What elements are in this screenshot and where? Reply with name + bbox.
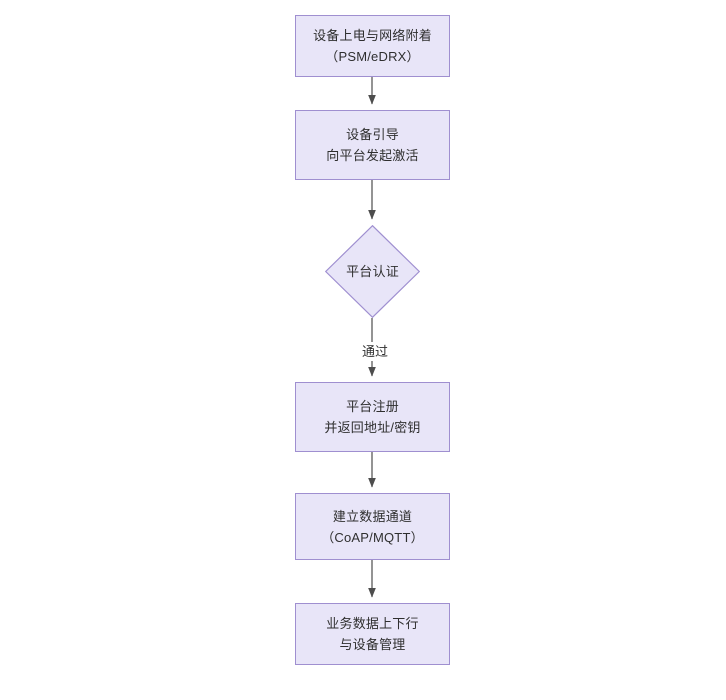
- node-label-platform-authentication: 平台认证: [346, 264, 399, 279]
- node-platform-authentication[interactable]: 平台认证: [325, 225, 420, 318]
- node-label-device-power-on: 设备上电与网络附着 （PSM/eDRX）: [313, 28, 432, 64]
- node-label-platform-registration: 平台注册 并返回地址/密钥: [324, 399, 421, 435]
- node-device-power-on[interactable]: 设备上电与网络附着 （PSM/eDRX）: [295, 15, 450, 77]
- edge-label-pass: 通过: [355, 342, 395, 361]
- node-business-data-and-device-management[interactable]: 业务数据上下行 与设备管理: [295, 603, 450, 665]
- node-label-establish-data-channel: 建立数据通道 （CoAP/MQTT）: [321, 508, 424, 545]
- node-label-business-data-and-device-management: 业务数据上下行 与设备管理: [326, 616, 419, 652]
- diamond-shape: [325, 225, 420, 318]
- node-label-device-bootstrap: 设备引导 向平台发起激活: [326, 127, 419, 163]
- node-establish-data-channel[interactable]: 建立数据通道 （CoAP/MQTT）: [295, 493, 450, 560]
- edge-label-pass-text: 通过: [361, 344, 388, 359]
- node-platform-registration[interactable]: 平台注册 并返回地址/密钥: [295, 382, 450, 452]
- node-device-bootstrap[interactable]: 设备引导 向平台发起激活: [295, 110, 450, 180]
